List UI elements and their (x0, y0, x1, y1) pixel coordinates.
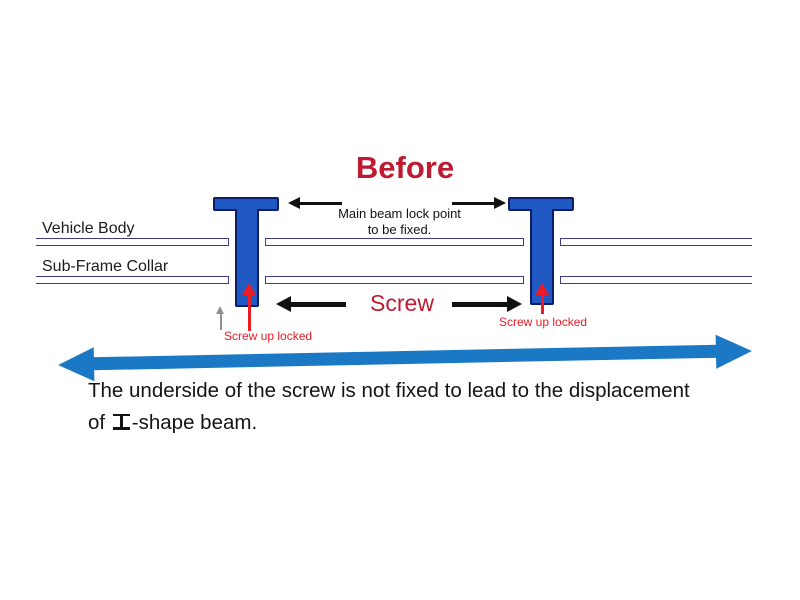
main-beam-note-line2: to be fixed. (367, 221, 432, 237)
caption-line1: The underside of the screw is not fixed … (88, 379, 690, 402)
arrow-bar (290, 302, 346, 307)
arrowhead-left-icon (288, 197, 300, 209)
vehicle-body-line (265, 245, 524, 246)
vehicle-body-line (36, 238, 229, 239)
sub-frame-line (265, 276, 524, 277)
displacement-double-arrow-icon (57, 334, 753, 382)
arrowhead-right-icon (715, 334, 753, 369)
main-beam-note-line1: Main beam lock point (338, 206, 461, 221)
diagram-title: Before (355, 150, 455, 185)
caption-line2-pre: of (88, 410, 111, 434)
plate-edge-tick (523, 276, 524, 284)
arrow-bar (452, 302, 508, 307)
lock-point-right-arrow-icon (452, 197, 506, 210)
vehicle-body-label: Vehicle Body (42, 220, 135, 237)
screw-up-locked-label-right: Screw up locked (499, 315, 588, 329)
sub-frame-line (265, 283, 524, 284)
arrow-bar (452, 202, 495, 205)
sub-frame-line (36, 276, 229, 277)
up-arrowhead-icon (535, 283, 549, 295)
up-arrowhead-icon (242, 283, 256, 295)
vehicle-body-line (36, 245, 229, 246)
plate-edge-tick (265, 238, 266, 246)
plate-edge-tick (523, 238, 524, 246)
plate-edge-tick (560, 276, 561, 284)
arrow-shaft (247, 293, 251, 331)
plate-edge-tick (228, 238, 229, 246)
caption-line2-post: -shape beam. (131, 410, 258, 434)
sub-frame-line (560, 283, 752, 284)
sub-frame-collar-label: Sub-Frame Collar (42, 258, 169, 275)
sub-frame-line (36, 283, 229, 284)
screw-right-pointer-arrow-icon (452, 296, 522, 313)
plate-edge-tick (228, 276, 229, 284)
gray-pointer-arrowhead-icon (216, 306, 224, 314)
arrowhead-left-icon (276, 296, 291, 312)
vehicle-body-line (560, 238, 752, 239)
screw-label: Screw (370, 290, 434, 316)
arrowhead-right-icon (494, 197, 506, 209)
i-beam-stem (119, 415, 123, 428)
vehicle-body-line (265, 238, 524, 239)
screw-up-locked-label-left: Screw up locked (224, 329, 313, 343)
gray-pointer-line (220, 313, 222, 330)
lock-point-left-arrow-icon (288, 197, 342, 210)
i-beam-glyph-icon (112, 413, 130, 430)
arrow-bar (299, 202, 342, 205)
main-beam-note: Main beam lock point to be fixed. (327, 206, 472, 237)
caption: The underside of the screw is not fixed … (88, 377, 690, 437)
screw-left-pointer-arrow-icon (276, 296, 346, 313)
screw-left-up-arrow-icon (241, 283, 257, 331)
arrow-bar (91, 344, 719, 371)
caption-line2: of -shape beam. (88, 409, 690, 438)
plate-edge-tick (265, 276, 266, 284)
vehicle-body-line (560, 245, 752, 246)
arrowhead-right-icon (507, 296, 522, 312)
screw-right-up-arrow-icon (534, 283, 550, 314)
arrow-shaft (540, 293, 544, 314)
sub-frame-line (560, 276, 752, 277)
plate-edge-tick (560, 238, 561, 246)
